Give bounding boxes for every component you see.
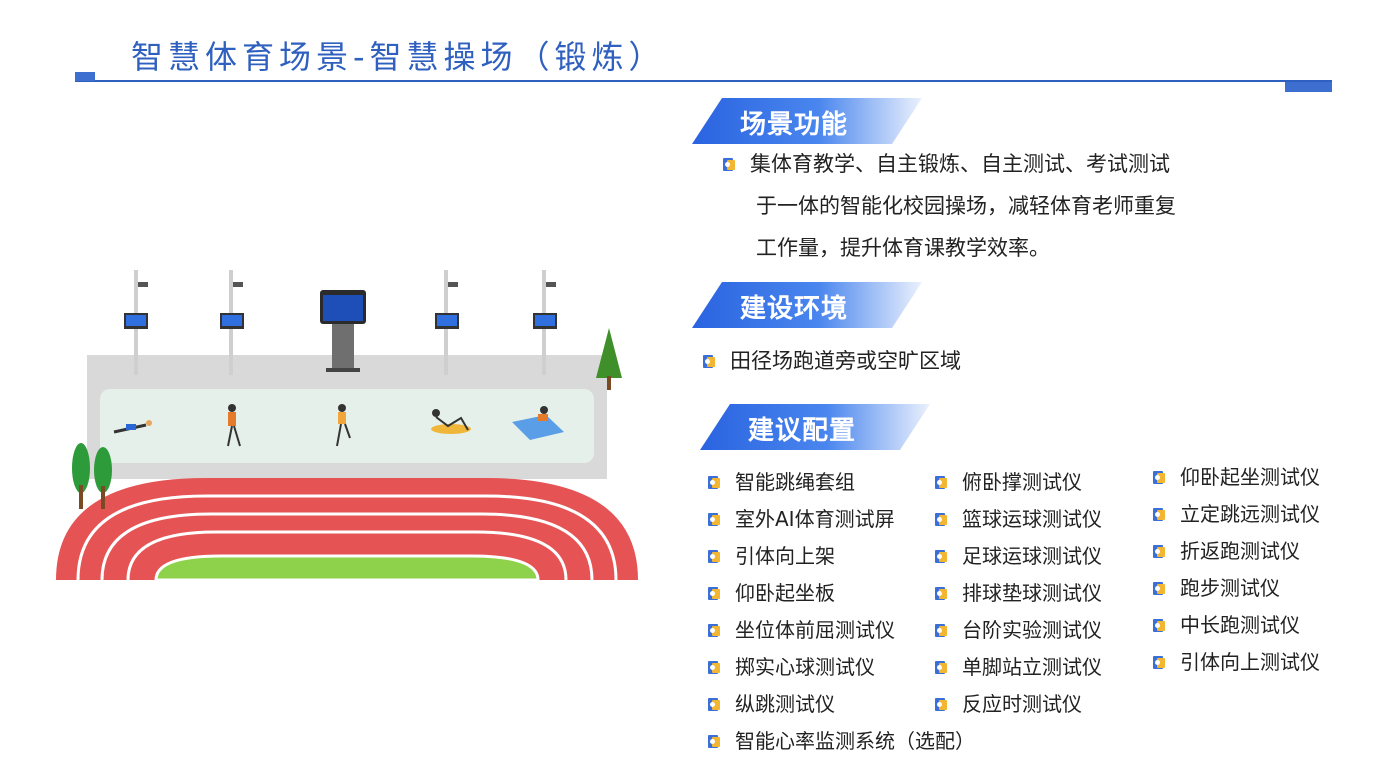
list-item: 仰卧起坐测试仪 [1153,459,1320,496]
bullet-icon [708,476,721,490]
list-item: 中长跑测试仪 [1153,607,1320,644]
athlete-icon [113,404,564,447]
list-item: 排球垫球测试仪 [935,575,1102,612]
list-item: 单脚站立测试仪 [935,649,1102,686]
bullet-icon [1153,582,1166,596]
tree-icon [596,328,622,390]
list-item: 智能心率监测系统（选配） [708,723,975,760]
config-list-col2: 俯卧撑测试仪 篮球运球测试仪 足球运球测试仪 排球垫球测试仪 台阶实验测试仪 单… [935,464,1102,723]
function-description: 集体育教学、自主锻炼、自主测试、考试测试 于一体的智能化校园操场，减轻体育老师重… [723,143,1176,269]
bullet-icon [935,550,948,564]
section-heading-function: 场景功能 [692,98,922,144]
list-item: 引体向上测试仪 [1153,644,1320,681]
bullet-icon [935,661,948,675]
list-item: 俯卧撑测试仪 [935,464,1102,501]
title-underline [75,80,1332,82]
page-title: 智慧体育场景-智慧操场（锻炼） [131,38,666,76]
bullet-icon [1153,471,1166,485]
bullet-icon [1153,656,1166,670]
list-item: 坐位体前屈测试仪 [708,612,975,649]
underline-accent-left [75,72,95,81]
bullet-icon [708,661,721,675]
bullet-icon [708,587,721,601]
list-item: 篮球运球测试仪 [935,501,1102,538]
section-heading-environment: 建设环境 [692,282,922,328]
bullet-icon [708,624,721,638]
list-item: 室外AI体育测试屏 [708,501,975,538]
list-item: 纵跳测试仪 [708,686,975,723]
bullet-icon [935,476,948,490]
smart-playground-illustration [56,260,638,582]
list-item: 掷实心球测试仪 [708,649,975,686]
list-item: 反应时测试仪 [935,686,1102,723]
kiosk-screen-icon [320,290,366,372]
environment-description: 田径场跑道旁或空旷区域 [703,340,961,382]
bullet-icon [935,624,948,638]
underline-accent-right [1285,82,1332,92]
bullet-icon [1153,508,1166,522]
list-item: 智能跳绳套组 [708,464,975,501]
bullet-icon [708,550,721,564]
config-list-col3: 仰卧起坐测试仪 立定跳远测试仪 折返跑测试仪 跑步测试仪 中长跑测试仪 引体向上… [1153,459,1320,681]
bullet-icon [935,587,948,601]
list-item: 跑步测试仪 [1153,570,1320,607]
list-item: 台阶实验测试仪 [935,612,1102,649]
list-item: 立定跳远测试仪 [1153,496,1320,533]
bullet-icon [708,735,721,749]
tree-icon [72,443,112,509]
bullet-icon [723,158,736,172]
bullet-icon [935,513,948,527]
config-list-col1: 智能跳绳套组 室外AI体育测试屏 引体向上架 仰卧起坐板 坐位体前屈测试仪 掷实… [708,464,975,760]
list-item: 仰卧起坐板 [708,575,975,612]
bullet-icon [1153,619,1166,633]
list-item: 折返跑测试仪 [1153,533,1320,570]
bullet-icon [708,698,721,712]
bullet-icon [935,698,948,712]
list-item: 引体向上架 [708,538,975,575]
list-item: 足球运球测试仪 [935,538,1102,575]
camera-pole-icon [124,270,557,375]
bullet-icon [703,355,716,369]
bullet-icon [1153,545,1166,559]
bullet-icon [708,513,721,527]
section-heading-config: 建议配置 [700,404,930,450]
